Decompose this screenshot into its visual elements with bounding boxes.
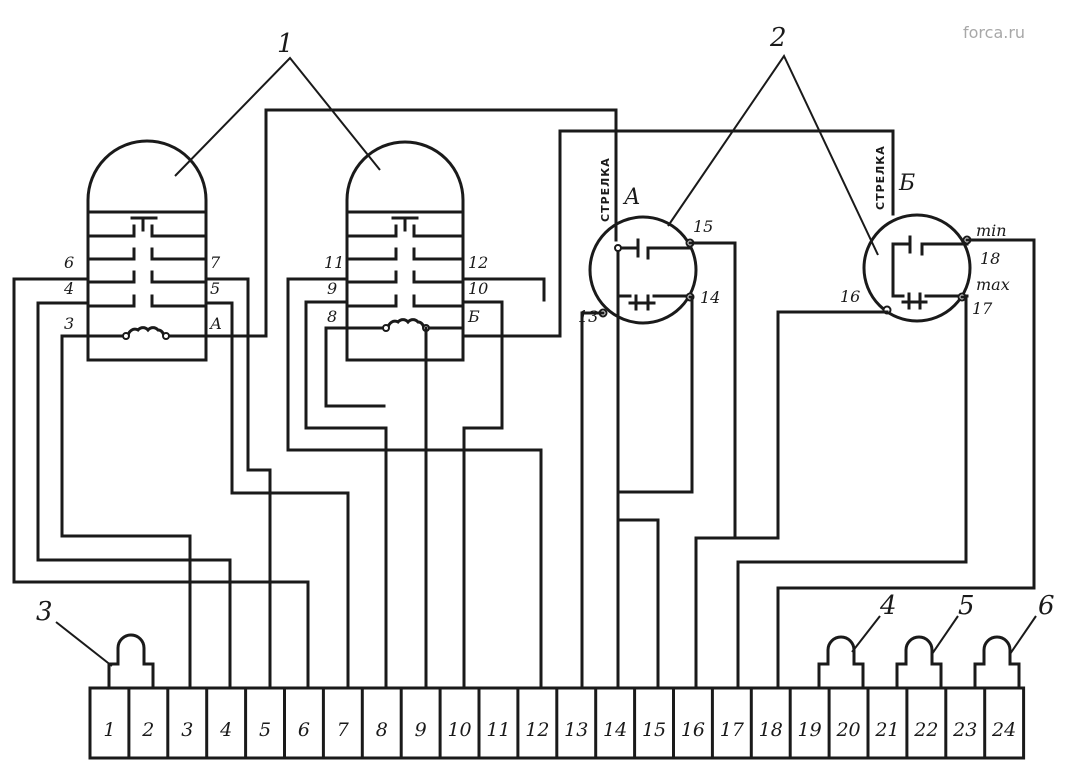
relay-left-label-a: А [209,314,222,333]
terminal-label-7: 7 [337,719,350,741]
relay-right-label-10: 10 [468,279,488,298]
terminal-label-24: 24 [991,719,1016,741]
callout-6: 6 [1038,591,1055,621]
relay-right-contacts [345,210,465,308]
lamp-6 [973,635,1021,690]
gauge-b-letter: Б [898,171,915,196]
gauge-b-label-17: 17 [972,299,993,318]
gauge-a-caption: СТРЕЛКА [599,157,612,222]
callout-5: 5 [958,591,975,621]
terminal-label-18: 18 [759,719,783,741]
terminal-label-4: 4 [219,719,232,741]
gauge-b-caption: СТРЕЛКА [874,145,887,210]
callout-2: 2 [769,23,787,53]
wires [12,108,1036,690]
terminal-label-5: 5 [259,719,271,741]
relay-right-label-11: 11 [324,253,344,272]
relay-left-label-4: 4 [63,279,74,298]
terminal-label-22: 22 [913,719,938,741]
terminal-label-11: 11 [486,719,510,741]
lamp-5 [895,635,943,690]
terminal-label-21: 21 [874,719,899,741]
callout-4: 4 [879,591,897,621]
relay-right-label-9: 9 [327,279,337,298]
callout-1: 1 [277,29,294,59]
relay-right-label-8: 8 [327,307,337,326]
gauge-b-label-16: 16 [840,287,860,306]
terminal-label-15: 15 [642,719,666,741]
gauge-b: СТРЕЛКА Б min 18 max 17 16 [840,145,1010,323]
gauge-b-label-max: max [976,275,1010,294]
terminal-label-2: 2 [141,719,154,741]
terminal-label-23: 23 [952,719,977,741]
terminal-label-9: 9 [415,719,427,741]
terminal-label-17: 17 [720,719,745,741]
terminal-label-16: 16 [681,719,705,741]
terminal-label-8: 8 [376,719,388,741]
gauge-a-label-14: 14 [700,288,720,307]
relay-left-contacts [86,210,208,308]
terminal-label-13: 13 [564,719,588,741]
watermark: forca.ru [963,23,1025,42]
callout-3: 3 [36,597,53,627]
relay-left-label-5: 5 [210,279,220,298]
terminal-label-14: 14 [603,719,627,741]
terminal-label-12: 12 [525,719,549,741]
lamp-4 [817,635,865,690]
terminal-label-19: 19 [798,719,822,741]
terminal-label-6: 6 [298,719,310,741]
gauge-a-label-15: 15 [693,217,713,236]
relay-right-coil [345,318,465,332]
gauge-a-letter: А [622,185,641,210]
gauge-b-label-min: min [976,221,1007,240]
terminal-label-1: 1 [103,719,115,741]
gauge-b-label-18: 18 [980,249,1000,268]
terminal-label-10: 10 [447,719,471,741]
relay-left-coil [86,326,208,340]
relay-left: 6 4 3 7 5 А [63,139,222,362]
terminal-label-3: 3 [181,719,193,741]
lamp-3 [107,633,155,690]
relay-right-label-12: 12 [468,253,488,272]
relay-right-label-b: Б [467,307,480,326]
callouts: 1 2 3 4 5 6 [36,23,1055,667]
terminal-label-20: 20 [835,719,860,741]
relay-left-label-3: 3 [64,314,74,333]
relay-left-label-7: 7 [210,253,221,272]
relay-right: 11 9 8 12 10 Б [324,140,488,362]
relay-left-label-6: 6 [64,253,74,272]
